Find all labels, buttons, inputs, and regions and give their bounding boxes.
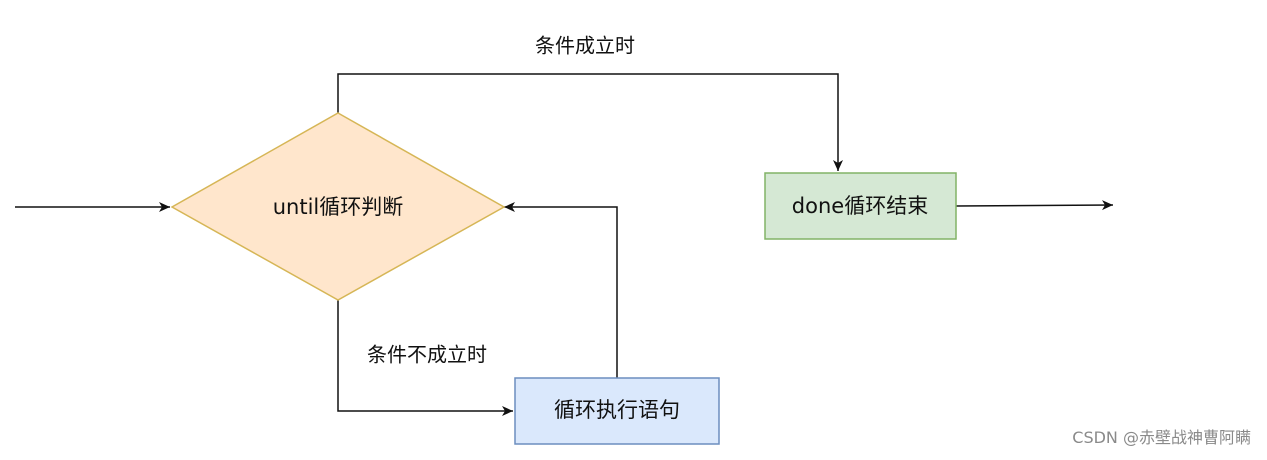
true-branch-label: 条件成立时 [535, 34, 635, 58]
exit-arrow [955, 200, 1114, 211]
decision-diamond [170, 112, 506, 301]
loop-body-box [514, 377, 720, 445]
loop-back-edge [504, 202, 618, 378]
done-label: done循环结束 [792, 194, 928, 218]
false-branch-label: 条件不成立时 [367, 343, 487, 367]
false-branch-edge [337, 300, 513, 416]
true-branch-edge [337, 73, 843, 171]
loop-body-label: 循环执行语句 [554, 398, 680, 422]
decision-label: until循环判断 [273, 195, 404, 219]
watermark: CSDN @赤壁战神曹阿瞒 [1072, 428, 1251, 447]
done-box [764, 172, 957, 240]
